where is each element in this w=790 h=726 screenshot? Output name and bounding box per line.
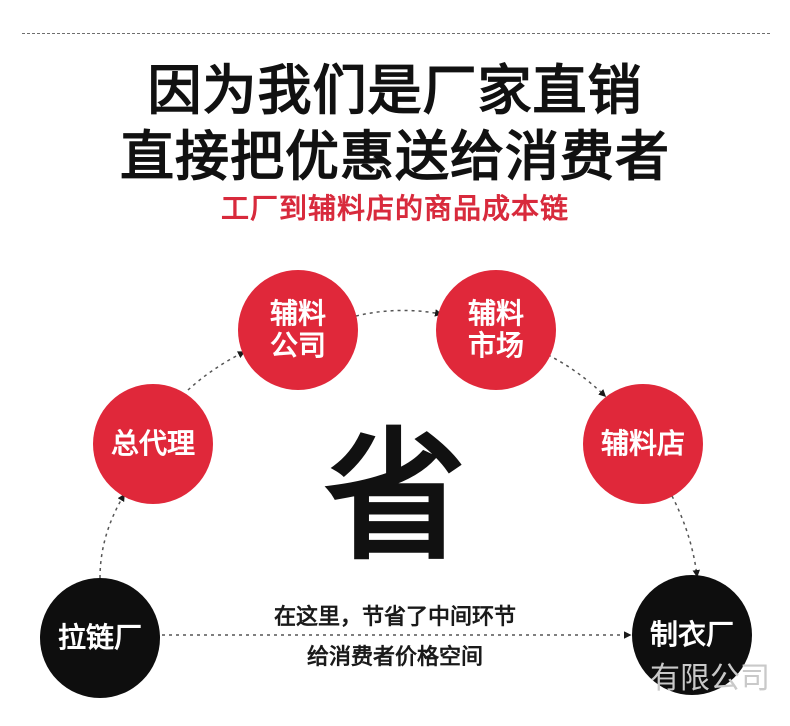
node-zipper-factory: 拉链厂 xyxy=(40,578,160,698)
top-dashed-divider xyxy=(22,33,770,34)
savings-note-line-2: 给消费者价格空间 xyxy=(306,645,483,670)
node-garment-factory-label: 制衣厂 xyxy=(649,618,734,651)
node-zipper-factory-label: 拉链厂 xyxy=(57,621,142,654)
node-general-agent-label: 总代理 xyxy=(110,427,195,460)
node-accessory-shop-label: 辅料店 xyxy=(600,427,685,460)
headline-line-2: 直接把优惠送给消费者 xyxy=(120,125,670,188)
node-accessory-company-label-2: 公司 xyxy=(269,329,326,362)
node-accessory-company-label-1: 辅料 xyxy=(269,297,326,330)
arrow-company-to-market xyxy=(355,309,443,317)
headline-line-1: 因为我们是厂家直销 xyxy=(147,59,643,122)
node-accessory-market-label-1: 辅料 xyxy=(467,297,524,330)
arrow-agent-to-company xyxy=(187,351,246,391)
subtitle: 工厂到辅料店的商品成本链 xyxy=(220,192,569,225)
node-accessory-market-label-2: 市场 xyxy=(467,329,524,362)
watermark-text: 有限公司 xyxy=(650,662,770,696)
arrow-zipper-to-agent xyxy=(99,493,125,579)
node-accessory-market: 辅料 市场 xyxy=(436,270,556,390)
node-accessory-company: 辅料 公司 xyxy=(238,270,358,390)
node-garment-factory: 制衣厂 xyxy=(632,575,752,695)
arrow-market-to-shop xyxy=(547,354,607,398)
savings-note-line-1: 在这里，节省了中间环节 xyxy=(273,605,516,630)
save-character: 省 xyxy=(324,415,466,580)
arrow-shop-to-garment xyxy=(671,495,700,578)
node-accessory-shop: 辅料店 xyxy=(583,384,703,504)
node-general-agent: 总代理 xyxy=(93,384,213,504)
